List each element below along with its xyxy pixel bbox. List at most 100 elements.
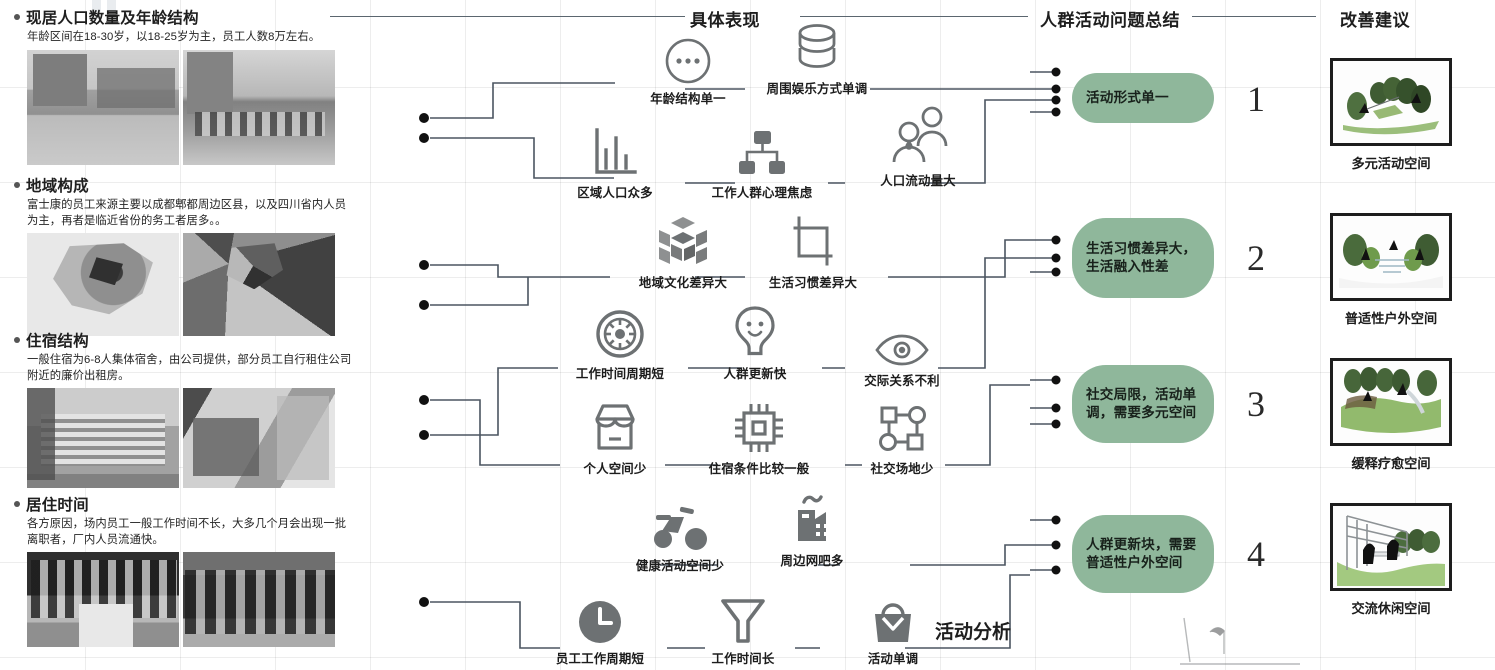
photo-row [27, 388, 364, 489]
ellipsis-circle-icon [613, 28, 763, 86]
section-description: 各方原因，场内员工一般工作时间不长，大多几个月会出现一批离职者，厂内人员流通快。 [27, 518, 347, 546]
section-description: 年龄区间在18-30岁，以18-25岁为主，员工人数8万左右。 [27, 31, 321, 44]
wheel-icon [545, 303, 695, 361]
node-few-health-spaces[interactable]: 健康活动空间少 [605, 495, 755, 574]
funnel-icon [668, 588, 818, 646]
node-worker-anxiety[interactable]: 工作人群心理焦虑 [687, 122, 837, 201]
pavilion-sketch [1330, 213, 1452, 301]
node-population-mobility[interactable]: 人口流动量大 [843, 106, 993, 189]
photo-row [27, 49, 364, 165]
database-stack-icon [742, 18, 892, 76]
section-description: 一般住宿为6-8人集体宿舍，由公司提供，部分员工自行租住公司附近的廉价出租房。 [27, 354, 352, 382]
node-label: 个人空间少 [583, 462, 647, 476]
node-age-structure[interactable]: 年龄结构单一 [613, 28, 763, 107]
node-label: 周边网吧多 [780, 554, 844, 568]
summary-rank-4: 4 [1247, 534, 1265, 574]
node-lifestyle-difference[interactable]: 生活习惯差异大 [738, 212, 888, 291]
node-fast-turnover[interactable]: 人群更新快 [680, 303, 830, 382]
photo-thumbnail [183, 388, 335, 489]
smiley-person-icon [680, 303, 830, 361]
node-monotonous-activity[interactable]: 活动单调 [818, 588, 968, 667]
profile-section-tenure: 居住时间 各方原因，场内员工一般工作时间不长，大多几个月会出现一批离职者，厂内人… [14, 497, 364, 648]
section-title: 住宿结构 [14, 333, 364, 350]
node-label: 社交场地少 [870, 462, 934, 476]
node-label: 健康活动空间少 [635, 559, 725, 573]
node-label: 活动单调 [867, 652, 919, 666]
advice-card-1[interactable]: 多元活动空间 [1330, 58, 1452, 172]
section-title: 居住时间 [14, 497, 364, 514]
shop-icon [540, 398, 690, 456]
quote-mark-icon [92, 0, 132, 12]
node-label: 地域文化差异大 [638, 276, 728, 290]
people-group-icon [843, 106, 993, 168]
advice-caption: 普适性户外空间 [1344, 311, 1438, 326]
node-label: 工作时间周期短 [575, 367, 665, 381]
node-label: 住宿条件比较一般 [708, 462, 810, 476]
advice-caption: 缓释疗愈空间 [1351, 456, 1431, 471]
eye-icon [827, 310, 977, 368]
photo-thumbnail [27, 233, 179, 337]
summary-rank-1: 1 [1247, 79, 1265, 119]
trellis-sketch [1330, 503, 1452, 591]
column-header-advice: 改善建议 [1340, 11, 1410, 30]
bullet-icon [14, 337, 20, 344]
lawn-sketch [1330, 358, 1452, 446]
advice-caption: 交流休闲空间 [1351, 601, 1431, 616]
node-label: 工作人群心理焦虑 [711, 186, 813, 200]
column-header-summary: 人群活动问题总结 [1040, 11, 1180, 30]
photo-thumbnail [27, 388, 179, 489]
cube-blocks-icon [608, 212, 758, 270]
summary-text: 活动形式单一 [1086, 90, 1169, 106]
node-regional-population[interactable]: 区域人口众多 [540, 122, 690, 201]
photo-thumbnail [183, 552, 335, 648]
header-rule-right [1192, 16, 1316, 17]
advice-card-4[interactable]: 交流休闲空间 [1330, 503, 1452, 617]
node-label: 人群更新快 [723, 367, 787, 381]
photo-row [27, 552, 364, 648]
bullet-icon [14, 501, 20, 508]
node-label: 交际关系不利 [864, 374, 940, 388]
node-average-housing[interactable]: 住宿条件比较一般 [684, 398, 834, 477]
node-poor-social-ties[interactable]: 交际关系不利 [827, 310, 977, 389]
node-cultural-difference[interactable]: 地域文化差异大 [608, 212, 758, 291]
summary-pill-1[interactable]: 活动形式单一 [1072, 73, 1214, 123]
column-header-specific: 具体表现 [690, 11, 760, 30]
header-rule-left [330, 16, 685, 17]
bar-chart-icon [540, 122, 690, 180]
bullet-icon [14, 182, 20, 189]
header-rule-mid [800, 16, 1028, 17]
node-short-work-cycle[interactable]: 工作时间周期短 [545, 303, 695, 382]
network-nodes-icon [827, 398, 977, 456]
node-label: 员工工作周期短 [555, 652, 645, 666]
photo-thumbnail [183, 233, 335, 337]
bicycle-icon [605, 495, 755, 553]
advice-card-3[interactable]: 缓释疗愈空间 [1330, 358, 1452, 472]
handbag-icon [818, 588, 968, 646]
node-label: 周围娱乐方式单调 [766, 82, 868, 96]
summary-text: 生活习惯差异大，生活融入性差 [1086, 241, 1197, 274]
node-less-personal-space[interactable]: 个人空间少 [540, 398, 690, 477]
summary-pill-2[interactable]: 生活习惯差异大，生活融入性差 [1072, 218, 1214, 298]
profile-section-housing: 住宿结构 一般住宿为6-8人集体宿舍，由公司提供，部分员工自行租住公司附近的廉价… [14, 333, 364, 489]
summary-text: 人群更新块，需要普适性户外空间 [1086, 537, 1197, 570]
crop-frame-icon [738, 212, 888, 270]
advice-caption: 多元活动空间 [1351, 156, 1431, 171]
factory-icon [737, 490, 887, 548]
node-label: 人口流动量大 [880, 174, 956, 188]
node-label: 工作时间长 [711, 652, 775, 666]
plaza-sketch [1330, 58, 1452, 146]
photo-thumbnail [27, 49, 179, 165]
summary-pill-3[interactable]: 社交局限，活动单调，需要多元空间 [1072, 365, 1214, 443]
advice-card-2[interactable]: 普适性户外空间 [1330, 213, 1452, 327]
org-chart-icon [687, 122, 837, 180]
node-label: 年龄结构单一 [650, 92, 726, 106]
left-profile-column: 现居人口数量及年龄结构 年龄区间在18-30岁，以18-25岁为主，员工人数8万… [0, 0, 372, 670]
node-entertainment-monotony[interactable]: 周围娱乐方式单调 [742, 18, 892, 97]
node-long-work-hours[interactable]: 工作时间长 [668, 588, 818, 667]
summary-rank-3: 3 [1247, 384, 1265, 424]
node-few-social-venues[interactable]: 社交场地少 [827, 398, 977, 477]
photo-row [27, 233, 364, 337]
node-many-internet-cafes[interactable]: 周边网吧多 [737, 490, 887, 569]
summary-pill-4[interactable]: 人群更新块，需要普适性户外空间 [1072, 515, 1214, 593]
node-short-employee-cycle[interactable]: 员工工作周期短 [525, 588, 675, 667]
